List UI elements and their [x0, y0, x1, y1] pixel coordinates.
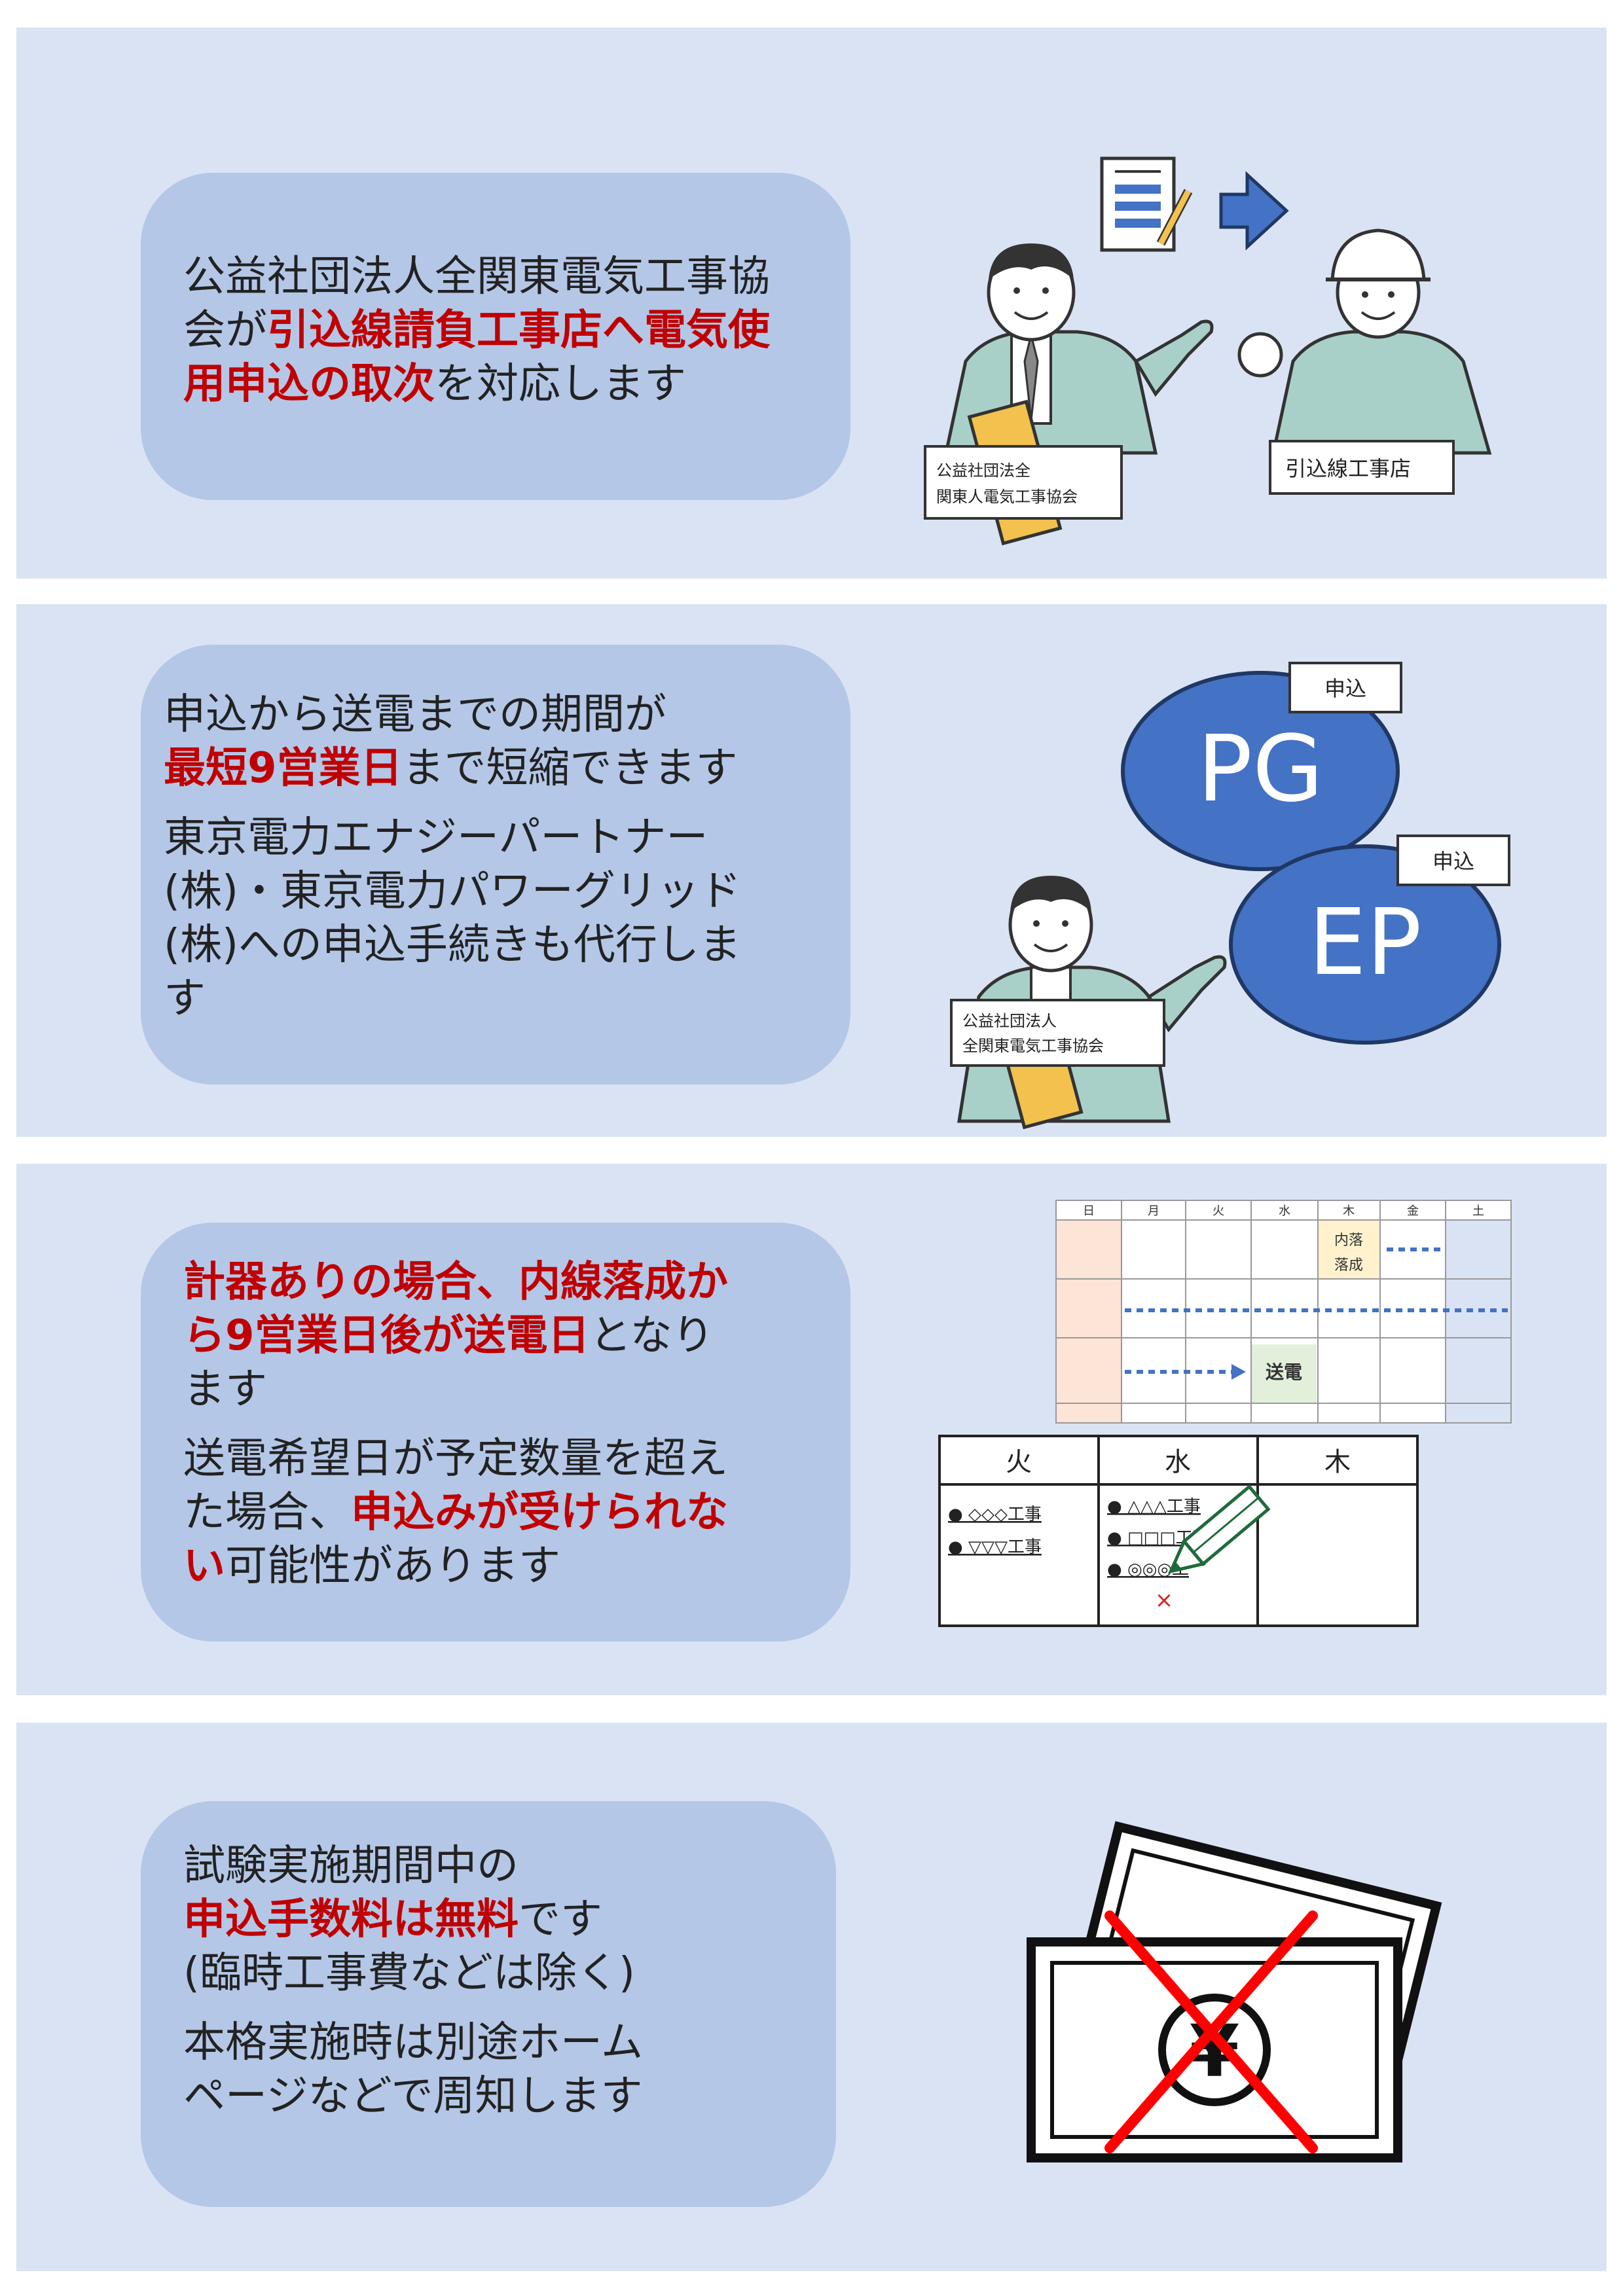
text-line: (株)への申込手続きも代行しま — [164, 921, 741, 969]
text-line: まで短縮できます — [402, 744, 738, 793]
document-icon — [1100, 156, 1193, 252]
panel-text: 試験実施期間中の 申込手数料は無料です (臨時工事費などは除く) 本格実施時は別… — [183, 1839, 643, 2123]
text-line: 公益社団法人全関東電気工事協 — [183, 253, 770, 301]
calendar-day-headers: 日 月 火 水 木 金 土 — [1083, 1204, 1484, 1218]
name-sign-agency — [924, 445, 1123, 520]
calendar-day: 月 — [1148, 1204, 1159, 1218]
calendar-note: 内落 — [1334, 1232, 1363, 1249]
highlight-text: 用申込の取次 — [183, 360, 435, 408]
arrow-right-icon — [1231, 1364, 1246, 1380]
text-line: 東京電力エナジーパートナー — [164, 814, 708, 862]
info-bubble — [141, 173, 850, 500]
calendar-day: 水 — [1279, 1204, 1290, 1218]
calendar-note: 送電 — [1266, 1361, 1302, 1383]
name-sign-text: 公益社団法人 — [962, 1012, 1057, 1030]
text-line: 会が — [183, 306, 267, 355]
highlight-text: ら9営業日後が送電日 — [183, 1312, 590, 1360]
banknote-crossed-illustration: ¥ — [1027, 1821, 1442, 2162]
person-contractor — [1237, 228, 1492, 455]
panel-fee: 試験実施期間中の 申込手数料は無料です (臨時工事費などは除く) 本格実施時は別… — [16, 1723, 1607, 2271]
calendar-day: 日 — [1083, 1204, 1095, 1218]
calendar-day: 土 — [1472, 1204, 1484, 1218]
schedule-day: 火 — [1006, 1447, 1032, 1477]
schedule-entry: ● ◇◇◇工事 — [948, 1505, 1042, 1524]
highlight-text: 引込線請負工事店へ電気使 — [267, 306, 770, 355]
text-line: 本格実施時は別途ホーム — [183, 2018, 644, 2067]
text-line: た場合、 — [183, 1488, 351, 1537]
pg-label: PG — [1197, 716, 1324, 823]
schedule-day: 木 — [1324, 1447, 1351, 1477]
highlight-text: 最短9営業日 — [164, 744, 403, 793]
info-bubble — [141, 1801, 836, 2207]
name-sign-text: 関東人電気工事協会 — [936, 488, 1078, 506]
panel-period: 申込から送電までの期間が 最短9営業日まで短縮できます 東京電力エナジーパートナ… — [16, 604, 1607, 1137]
name-sign-text: 全関東電気工事協会 — [962, 1037, 1104, 1055]
highlight-text: 申込みが受けられな — [351, 1488, 728, 1537]
text-line: ます — [183, 1365, 267, 1414]
name-sign-text: 引込線工事店 — [1285, 456, 1411, 481]
cross-icon — [1104, 1910, 1318, 2153]
panel-text: 申込から送電までの期間が 最短9営業日まで短縮できます 東京電力エナジーパートナ… — [164, 688, 741, 1026]
apply-tag-text: 申込 — [1432, 849, 1474, 874]
ep-label: EP — [1309, 889, 1422, 996]
name-sign-text: 公益社団法全 — [936, 461, 1030, 480]
name-sign-agency — [950, 999, 1165, 1067]
apply-tag-pg — [1288, 662, 1402, 713]
text-line: 可能性があります — [225, 1542, 560, 1590]
highlight-text: 計器ありの場合、内線落成か — [183, 1258, 728, 1306]
text-line: 送電希望日が予定数量を超え — [183, 1435, 728, 1483]
panel-text: 公益社団法人全関東電気工事協 会が引込線請負工事店へ電気使 用申込の取次を対応し… — [183, 250, 770, 411]
text-line: となり — [589, 1312, 714, 1360]
schedule-entry: ● △△△工事 — [1107, 1497, 1201, 1516]
text-line: ページなどで周知します — [183, 2072, 643, 2121]
agency-to-contractor-illustration: 公益社団法全 関東人電気工事協会 引込線工事店 — [924, 156, 1492, 546]
info-bubble — [141, 645, 850, 1085]
text-line: です — [519, 1895, 602, 1944]
schedule-day: 水 — [1165, 1447, 1191, 1477]
text-line: す — [164, 975, 206, 1023]
calendar-day: 火 — [1213, 1204, 1224, 1218]
text-line: 試験実施期間中の — [183, 1842, 519, 1890]
pencil-icon — [1167, 1484, 1271, 1574]
pg-ep-illustration: PG 申込 EP 申込 公益社団法人 全関東電気工事協会 — [950, 662, 1510, 1130]
panel-text: 計器ありの場合、内線落成か ら9営業日後が送電日となり ます 送電希望日が予定数… — [183, 1255, 728, 1593]
banknote-icon: ¥ — [1027, 1821, 1442, 2162]
rejected-mark: × — [1155, 1587, 1174, 1613]
calendar-note: 落成 — [1334, 1257, 1363, 1274]
calendar-day: 木 — [1343, 1204, 1355, 1218]
highlight-text: 申込手数料は無料 — [183, 1895, 519, 1944]
panel-agency: 公益社団法人全関東電気工事協 会が引込線請負工事店へ電気使 用申込の取次を対応し… — [16, 27, 1607, 579]
text-line: (株)・東京電力パワーグリッド — [164, 867, 741, 916]
text-line: (臨時工事費などは除く) — [183, 1949, 635, 1998]
highlight-text: い — [183, 1542, 225, 1590]
calendar-illustration: 日 月 火 水 木 金 土 内落 落成 送電 — [1055, 1200, 1512, 1424]
info-bubble — [141, 1223, 850, 1641]
text-line: を対応します — [435, 360, 686, 408]
apply-tag-ep — [1396, 834, 1510, 886]
apply-tag-text: 申込 — [1324, 676, 1366, 701]
pg-oval — [1121, 671, 1400, 871]
schedule-table-illustration: 火 水 木 ● ◇◇◇工事 ● ▽▽▽工事 ● △△△工事 ● □□□工事 ● … — [938, 1435, 1419, 1627]
arrow-right-icon — [1219, 171, 1289, 251]
panel-schedule: 計器ありの場合、内線落成か ら9営業日後が送電日となり ます 送電希望日が予定数… — [16, 1164, 1607, 1695]
schedule-entry: ● ▽▽▽工事 — [948, 1537, 1042, 1557]
calendar-day: 金 — [1407, 1204, 1419, 1218]
ep-oval — [1229, 844, 1501, 1045]
name-sign-contractor — [1269, 440, 1455, 495]
text-line: 申込から送電までの期間が — [164, 691, 666, 739]
